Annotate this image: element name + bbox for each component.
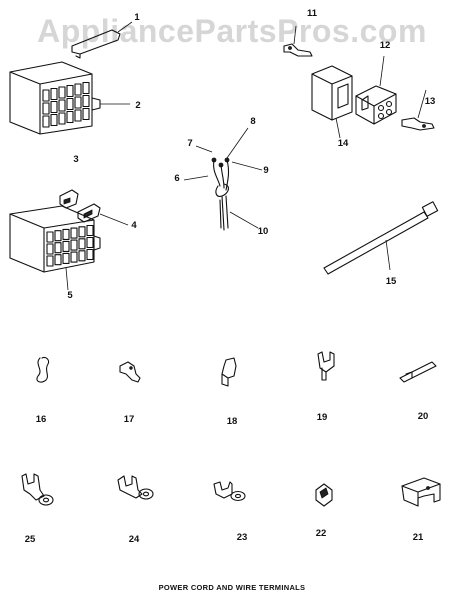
connector-cavity bbox=[74, 83, 82, 96]
connector-cavity bbox=[42, 115, 50, 128]
connector-cavity bbox=[62, 240, 70, 252]
callout-25: 25 bbox=[25, 534, 36, 545]
diagram-caption: POWER CORD AND WIRE TERMINALS bbox=[159, 583, 306, 592]
connector-cavity bbox=[70, 251, 78, 263]
connector-cavity bbox=[82, 107, 90, 121]
connector-cavity bbox=[50, 87, 58, 101]
connector-cavity bbox=[70, 239, 78, 251]
part-10-wire-harness bbox=[183, 127, 263, 231]
connector-cavity bbox=[46, 243, 54, 255]
callout-23: 23 bbox=[237, 532, 248, 543]
connector-cavity bbox=[62, 252, 70, 264]
callout-18: 18 bbox=[227, 416, 238, 427]
connector-cavity bbox=[86, 248, 94, 261]
connector-cavity bbox=[58, 112, 66, 125]
part-2-connector-block bbox=[9, 61, 130, 135]
connector-cavity bbox=[58, 86, 66, 99]
part-17-terminal bbox=[119, 361, 141, 383]
part-22-connector bbox=[315, 483, 333, 507]
part-15-cable-tie bbox=[323, 201, 439, 275]
callout-13: 13 bbox=[425, 96, 436, 107]
callout-17: 17 bbox=[124, 414, 135, 425]
callout-12: 12 bbox=[380, 40, 391, 51]
connector-cavity bbox=[54, 254, 62, 266]
connector-cavity bbox=[50, 113, 58, 127]
connector-cavity bbox=[42, 102, 50, 115]
connector-cavity bbox=[82, 81, 90, 95]
part-16-spring-clip bbox=[36, 356, 50, 383]
part-3-clip bbox=[59, 189, 79, 209]
connector-cavity bbox=[50, 100, 58, 114]
part-11-terminal bbox=[283, 25, 313, 57]
part-25-ring-terminal bbox=[21, 473, 54, 506]
callout-22: 22 bbox=[316, 528, 327, 539]
callout-21: 21 bbox=[413, 532, 424, 543]
part-12-plug bbox=[355, 55, 397, 125]
callout-15: 15 bbox=[386, 276, 397, 287]
callout-14: 14 bbox=[338, 138, 349, 149]
connector-cavity bbox=[66, 84, 74, 98]
connector-cavity bbox=[62, 228, 70, 240]
connector-cavity bbox=[78, 226, 86, 238]
callout-6: 6 bbox=[174, 173, 179, 184]
connector-cavity bbox=[54, 242, 62, 254]
callout-5: 5 bbox=[67, 290, 73, 301]
callout-16: 16 bbox=[36, 414, 47, 425]
connector-cavity bbox=[42, 89, 50, 102]
connector-cavity bbox=[46, 231, 54, 243]
connector-cavity bbox=[78, 238, 86, 250]
part-13-pin-terminal bbox=[401, 89, 435, 131]
connector-cavity bbox=[86, 236, 94, 249]
connector-cavity bbox=[78, 250, 86, 262]
part-5-connector-block bbox=[9, 205, 101, 291]
part-1-clip bbox=[71, 21, 133, 59]
callout-19: 19 bbox=[317, 412, 328, 423]
callout-7: 7 bbox=[187, 138, 192, 149]
callout-11: 11 bbox=[307, 8, 318, 19]
part-21-bracket bbox=[401, 477, 441, 507]
callout-24: 24 bbox=[129, 534, 140, 545]
callout-3: 3 bbox=[73, 154, 78, 165]
part-23-ring-terminal bbox=[213, 481, 246, 502]
connector-cavity bbox=[66, 97, 74, 111]
callout-9: 9 bbox=[263, 165, 268, 176]
part-24-ring-terminal bbox=[117, 475, 154, 500]
connector-cavity bbox=[74, 109, 82, 122]
watermark-text: AppliancePartsPros.com bbox=[37, 13, 427, 49]
connector-cavity bbox=[46, 255, 54, 267]
connector-cavity bbox=[82, 94, 90, 108]
callout-8: 8 bbox=[250, 116, 255, 127]
callout-1: 1 bbox=[134, 12, 140, 23]
connector-cavity bbox=[66, 110, 74, 124]
connector-cavity bbox=[58, 99, 66, 112]
callout-20: 20 bbox=[418, 411, 429, 422]
connector-cavity bbox=[54, 230, 62, 242]
callout-10: 10 bbox=[258, 226, 269, 237]
callout-4: 4 bbox=[131, 220, 137, 231]
part-20-terminal bbox=[399, 361, 437, 383]
connector-cavity bbox=[70, 227, 78, 239]
connector-cavity bbox=[74, 96, 82, 109]
part-18-terminal bbox=[221, 357, 237, 387]
part-14-housing bbox=[311, 65, 353, 139]
connector-cavity bbox=[86, 224, 94, 237]
callout-2: 2 bbox=[135, 100, 140, 111]
part-19-terminal bbox=[317, 351, 335, 381]
